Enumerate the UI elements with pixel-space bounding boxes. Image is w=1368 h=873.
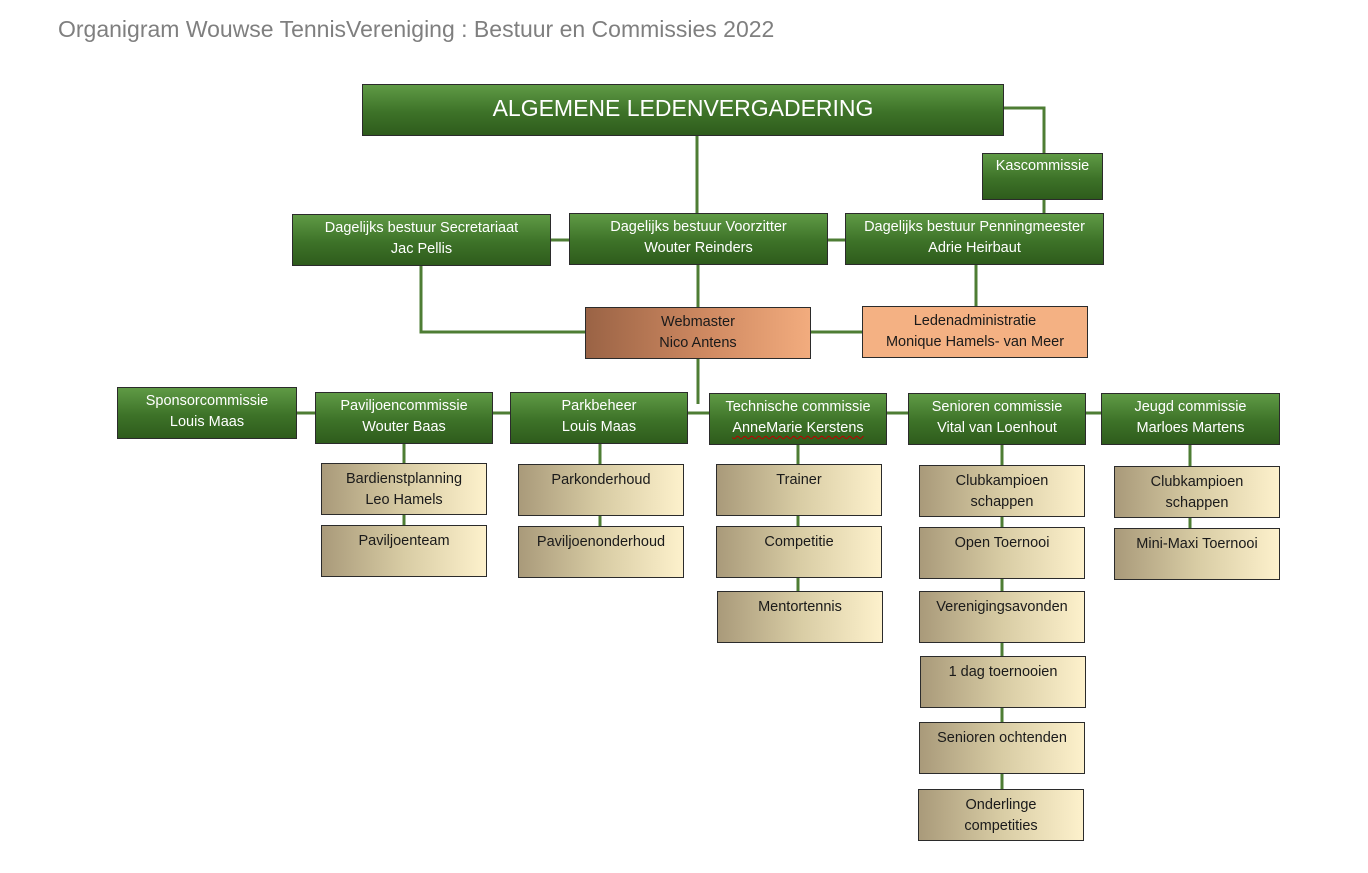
node-label-2: competities [964, 818, 1038, 834]
node-person: Louis Maas [169, 414, 245, 430]
node-trainer: Trainer [716, 464, 882, 516]
node-person: Wouter Reinders [644, 240, 753, 256]
node-onderlinge-competities: Onderlinge competities [918, 789, 1084, 841]
node-person: Louis Maas [561, 419, 637, 435]
node-person: Leo Hamels [365, 492, 443, 508]
node-label: Mentortennis [758, 599, 842, 615]
node-role: Webmaster [661, 314, 735, 330]
node-label: Clubkampioen [955, 473, 1049, 489]
node-webmaster: Webmaster Nico Antens [585, 307, 811, 359]
node-label: Competitie [764, 534, 834, 550]
node-label-2: schappen [1165, 495, 1229, 511]
node-sponsorcommissie: Sponsorcommissie Louis Maas [117, 387, 297, 439]
node-senioren-clubkampioenschappen: Clubkampioen schappen [919, 465, 1085, 517]
node-label: Paviljoenonderhoud [536, 534, 666, 550]
node-paviljoencommissie: Paviljoencommissie Wouter Baas [315, 392, 493, 444]
node-bardienstplanning: Bardienstplanning Leo Hamels [321, 463, 487, 515]
node-verenigingsavonden: Verenigingsavonden [919, 591, 1085, 643]
node-label: Paviljoenteam [358, 533, 450, 549]
node-dagelijks-bestuur-secretariaat: Dagelijks bestuur Secretariaat Jac Pelli… [292, 214, 551, 266]
node-parkbeheer: Parkbeheer Louis Maas [510, 392, 688, 444]
node-role: Sponsorcommissie [145, 393, 269, 409]
node-label: Parkonderhoud [551, 472, 651, 488]
node-person: Marloes Martens [1136, 420, 1245, 436]
node-jeugd-commissie: Jeugd commissie Marloes Martens [1101, 393, 1280, 445]
node-label: Clubkampioen [1150, 474, 1244, 490]
node-role: Ledenadministratie [913, 313, 1037, 329]
node-senioren-ochtenden: Senioren ochtenden [919, 722, 1085, 774]
node-role: Dagelijks bestuur Voorzitter [610, 219, 787, 235]
node-dagelijks-bestuur-penningmeester: Dagelijks bestuur Penningmeester Adrie H… [845, 213, 1104, 265]
node-person: Adrie Heirbaut [928, 240, 1021, 256]
node-senioren-commissie: Senioren commissie Vital van Loenhout [908, 393, 1086, 445]
node-role: Parkbeheer [561, 398, 637, 414]
node-person: AnneMarie Kerstens [732, 420, 864, 436]
node-ledenadministratie: Ledenadministratie Monique Hamels- van M… [862, 306, 1088, 358]
node-label: Trainer [776, 472, 822, 488]
node-role: Senioren commissie [931, 399, 1063, 415]
node-label: Senioren ochtenden [937, 730, 1067, 746]
node-technische-commissie: Technische commissie AnneMarie Kerstens [709, 393, 887, 445]
node-label: Kascommissie [995, 158, 1090, 174]
node-jeugd-clubkampioenschappen: Clubkampioen schappen [1114, 466, 1280, 518]
node-person: Jac Pellis [390, 241, 453, 257]
node-competitie: Competitie [716, 526, 882, 578]
node-open-toernooi: Open Toernooi [919, 527, 1085, 579]
node-parkonderhoud: Parkonderhoud [518, 464, 684, 516]
node-algemene-ledenvergadering: ALGEMENE LEDENVERGADERING [362, 84, 1004, 136]
page-title: Organigram Wouwse TennisVereniging : Bes… [58, 16, 775, 42]
node-person: Wouter Baas [362, 419, 446, 435]
node-label: Open Toernooi [954, 535, 1050, 551]
node-role: Dagelijks bestuur Penningmeester [864, 219, 1085, 235]
connector-alv-kascommissie [1004, 106, 1046, 153]
node-mentortennis: Mentortennis [717, 591, 883, 643]
node-label-2: schappen [970, 494, 1034, 510]
node-paviljoenonderhoud: Paviljoenonderhoud [518, 526, 684, 578]
node-label: Verenigingsavonden [936, 599, 1068, 615]
node-person: Vital van Loenhout [937, 420, 1057, 436]
node-label: Mini-Maxi Toernooi [1136, 536, 1258, 552]
node-role: Jeugd commissie [1134, 399, 1247, 415]
node-label: Bardienstplanning [345, 471, 463, 487]
node-label: Onderlinge [965, 797, 1037, 813]
node-person: Nico Antens [659, 335, 737, 351]
node-paviljoenteam: Paviljoenteam [321, 525, 487, 577]
node-role: Paviljoencommissie [340, 398, 468, 414]
connector-secretariaat-webmaster [419, 266, 585, 334]
node-1-dag-toernooien: 1 dag toernooien [920, 656, 1086, 708]
node-kascommissie: Kascommissie [982, 153, 1103, 200]
node-label: 1 dag toernooien [948, 664, 1058, 680]
node-label: ALGEMENE LEDENVERGADERING [492, 95, 874, 121]
node-dagelijks-bestuur-voorzitter: Dagelijks bestuur Voorzitter Wouter Rein… [569, 213, 828, 265]
node-person: Monique Hamels- van Meer [885, 334, 1065, 350]
node-role: Dagelijks bestuur Secretariaat [324, 220, 519, 236]
node-mini-maxi-toernooi: Mini-Maxi Toernooi [1114, 528, 1280, 580]
node-role: Technische commissie [725, 399, 871, 415]
